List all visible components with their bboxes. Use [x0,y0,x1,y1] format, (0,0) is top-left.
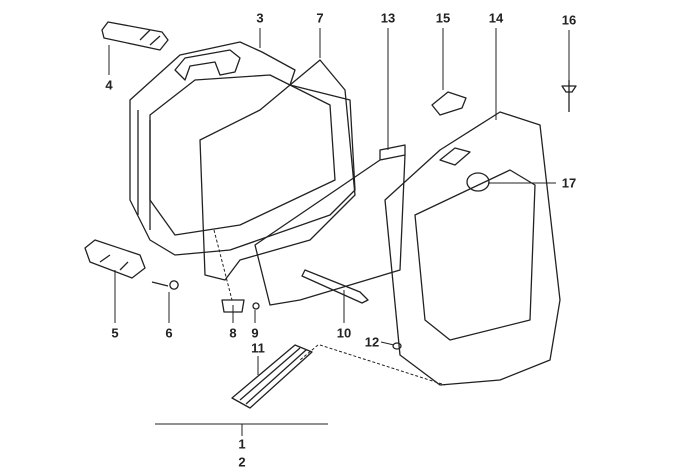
rail-part-11 [231,344,313,409]
pocket-part-13 [254,144,406,306]
callout-8: 8 [229,325,237,341]
callout-16: 16 [561,12,577,28]
hinge-part-4 [101,21,169,51]
callout-2: 2 [238,454,246,470]
leader-lines [108,28,570,436]
grommet-part-8 [221,299,245,313]
callout-4: 4 [105,77,113,93]
callout-13: 13 [380,10,396,26]
callout-12: 12 [364,334,380,350]
screw-part-9 [252,302,260,310]
callout-11: 11 [251,340,265,356]
key-part-6 [151,280,179,290]
case-shell-part-3 [129,41,356,256]
clip-part-15 [431,91,467,116]
callout-17: 17 [561,175,577,191]
callout-15: 15 [435,10,451,26]
callout-9: 9 [251,325,259,341]
callout-3: 3 [256,10,264,26]
callout-7: 7 [316,10,324,26]
lid-part-14 [384,111,561,386]
callout-5: 5 [111,325,119,341]
callout-1: 1 [238,436,246,452]
inner-panel-part-7 [199,59,356,281]
callout-14: 14 [488,10,504,26]
callout-10: 10 [336,325,352,341]
rod-part-10 [301,269,369,304]
lock-part-5 [84,239,146,279]
washer-part-12 [392,342,402,350]
rivet-part-16 [561,80,577,112]
callout-6: 6 [165,325,173,341]
